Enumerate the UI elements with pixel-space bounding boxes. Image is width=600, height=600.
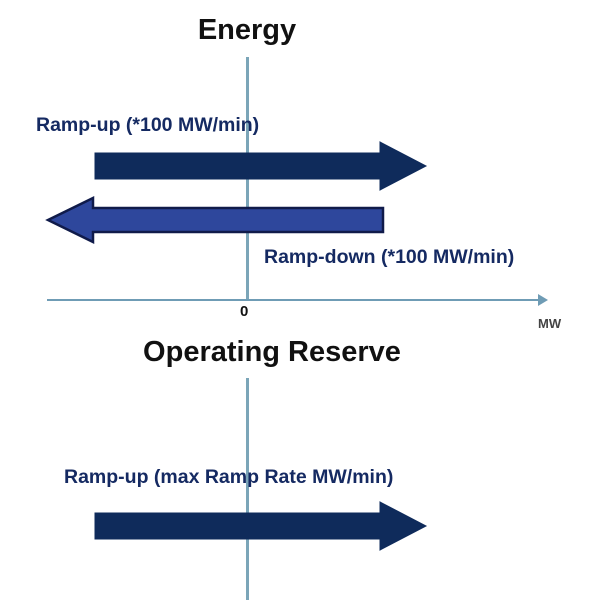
energy-ramp-down-label: Ramp-down (*100 MW/min) [264,246,515,268]
operating-reserve-ramp-up-arrow-right-icon [94,501,428,551]
energy-horizontal-axis [47,299,542,301]
energy-ramp-up-arrow-right-icon [94,141,428,191]
energy-section-title: Energy [197,14,297,46]
operating-reserve-section-title: Operating Reserve [143,336,401,368]
energy-axis-arrow-icon [538,294,548,306]
axis-unit-label: MW [538,316,562,331]
arrow-shape [45,195,385,245]
energy-ramp-up-label: Ramp-up (*100 MW/min) [36,114,260,136]
operating-reserve-ramp-up-label: Ramp-up (max Ramp Rate MW/min) [64,466,394,488]
energy-ramp-down-arrow-left-icon [45,195,385,245]
axis-zero-label: 0 [240,303,249,320]
arrow-shape [94,141,428,191]
operating-reserve-vertical-axis [246,378,249,600]
arrow-shape [94,501,428,551]
